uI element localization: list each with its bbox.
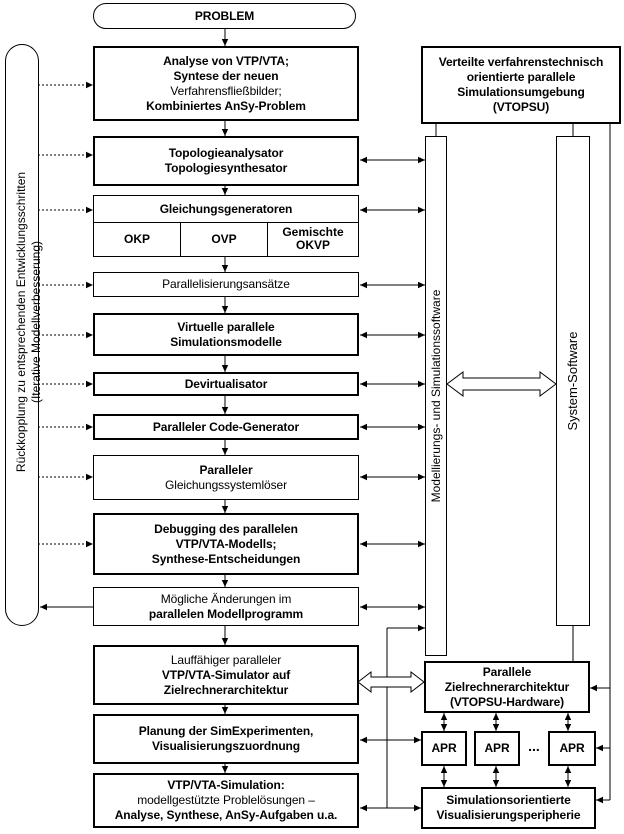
apr-unit: APR: [548, 731, 596, 766]
apr-unit: APR: [421, 731, 467, 766]
aenderungen-box: Mögliche Änderungen im parallelen Modell…: [93, 587, 359, 626]
problem-label: PROBLEM: [194, 8, 255, 23]
software-system-double-arrow: [446, 371, 557, 397]
okvp-cell: Gemischte OKVP: [282, 225, 344, 252]
gleichung-box: Gleichungsgeneratoren: [93, 195, 359, 257]
vtopsu-box: Verteilte verfahrenstechnisch orientiert…: [421, 46, 621, 124]
virtuell-box: Virtuelle parallele Simulationsmodelle: [93, 313, 359, 356]
analyse-box: Analyse von VTP/VTA; Syntese der neuen V…: [93, 46, 359, 121]
feedback-bar: [5, 44, 39, 626]
devirtualisator-box: Devirtualisator: [93, 372, 359, 396]
peripherie-box: Simulationsorientierte Visualisierungspe…: [421, 787, 596, 829]
problem-terminal: PROBLEM: [93, 3, 356, 29]
loeser-box: Paralleler Gleichungssystemlöser: [93, 455, 359, 500]
okp-cell: OKP: [94, 222, 181, 256]
codegen-box: Paralleler Code-Generator: [93, 414, 359, 440]
modellierung-label: Modellierungs- und Simulationssoftware: [429, 289, 443, 503]
modellierung-column: [425, 136, 447, 656]
gleichung-title: Gleichungsgeneratoren: [94, 196, 358, 223]
simulator-hardware-double-arrow: [357, 670, 425, 694]
topologie-box: Topologieanalysator Topologiesynthesator: [93, 136, 359, 186]
apr-unit: APR: [474, 731, 520, 766]
simulator-box: Lauffähiger paralleler VTP/VTA-Simulator…: [93, 645, 359, 705]
system-software-column: [556, 136, 590, 626]
hardware-box: Parallele Zielrechnerarchitektur (VTOPSU…: [424, 661, 590, 713]
parallelisierung-box: Parallelisierungsansätze: [93, 272, 359, 297]
feedback-label: Rückkopplung zu entsprechenden Entwicklu…: [14, 171, 43, 473]
apr-ellipsis: ...: [528, 738, 540, 754]
system-software-label: System-Software: [565, 331, 580, 431]
ovp-cell: OVP: [181, 222, 268, 256]
debugging-box: Debugging des parallelen VTP/VTA-Modells…: [93, 513, 359, 575]
planung-box: Planung der SimExperimenten, Visualisier…: [93, 714, 359, 764]
simulation-box: VTP/VTA-Simulation: modellgestützte Prob…: [93, 773, 359, 828]
